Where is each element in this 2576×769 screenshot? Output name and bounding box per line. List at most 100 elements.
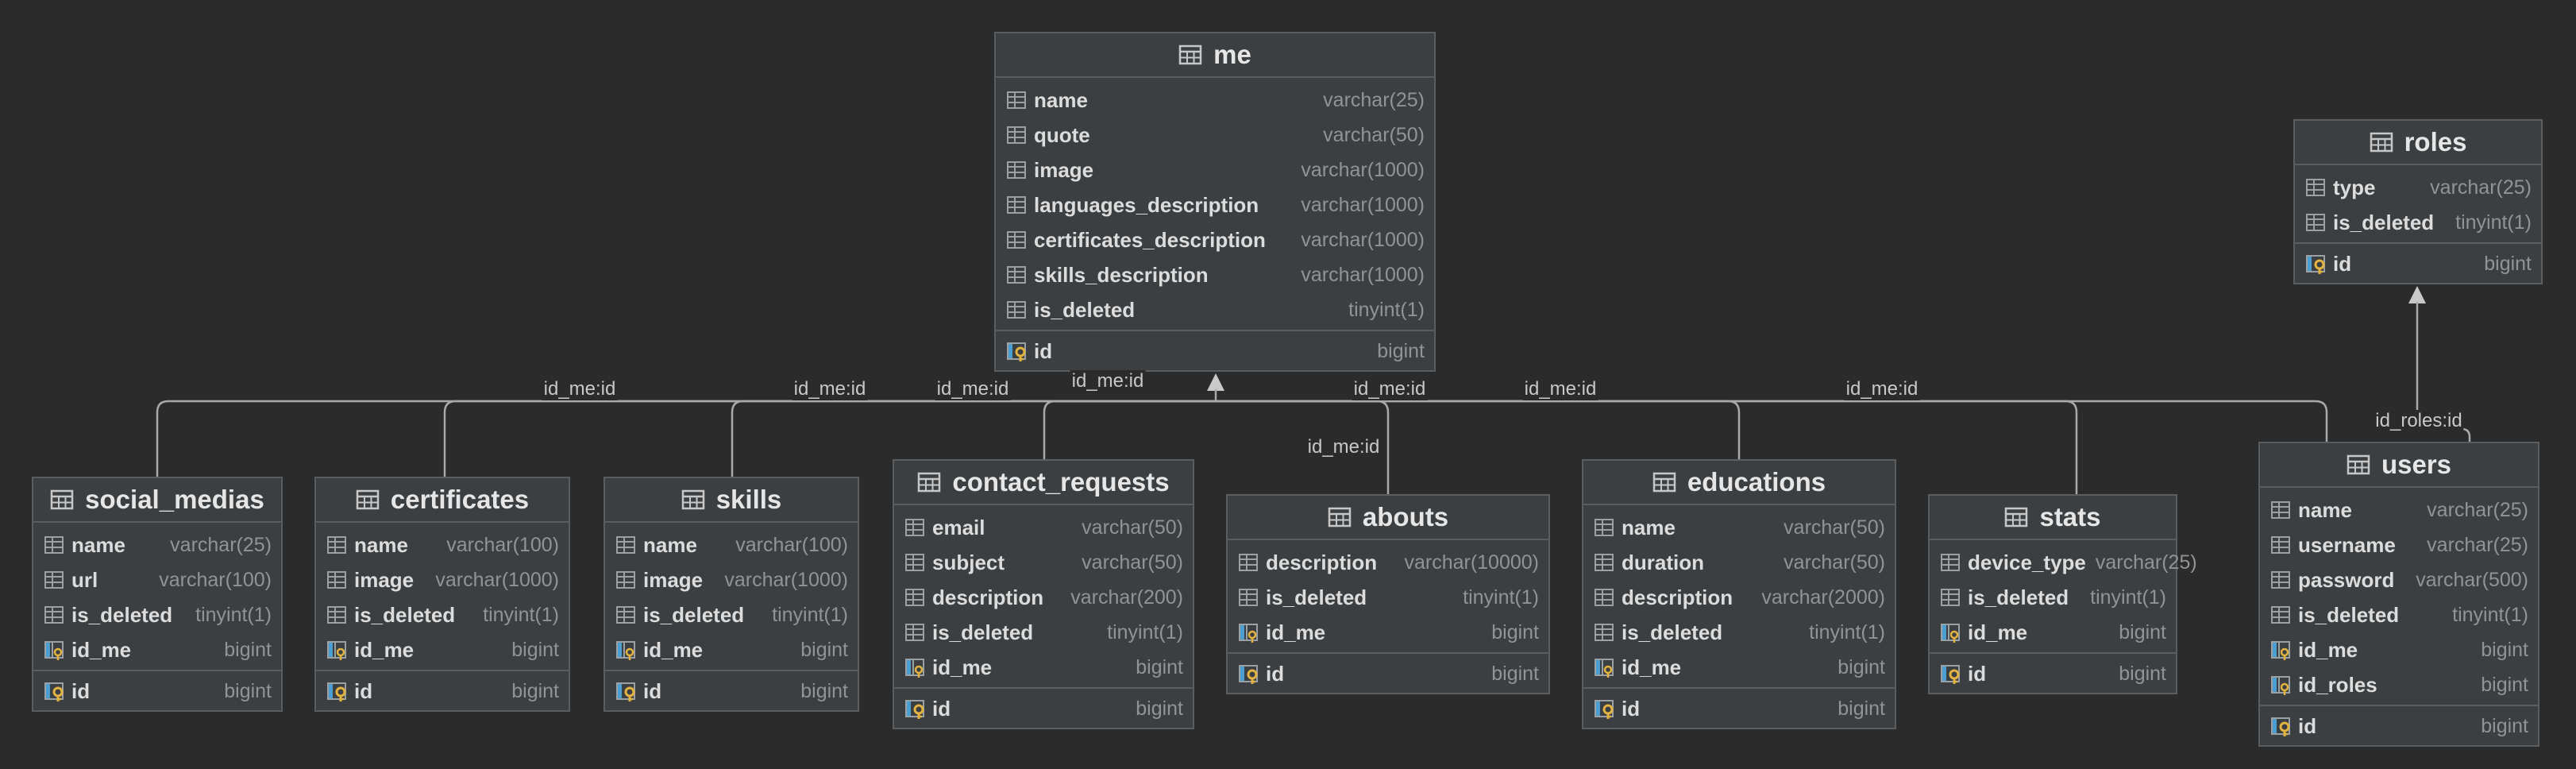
- column-icon: [1941, 554, 1960, 571]
- table-header[interactable]: educations: [1583, 461, 1895, 505]
- column-name: name: [2298, 497, 2352, 522]
- primary-key-icon: [327, 682, 346, 701]
- table-header[interactable]: certificates: [316, 478, 569, 523]
- table-header[interactable]: users: [2260, 443, 2538, 488]
- column-icon: [1007, 196, 1026, 214]
- relation-arrow-roles: [2408, 286, 2426, 303]
- column-type: varchar(50): [1082, 551, 1183, 574]
- key-separator: [996, 330, 1434, 331]
- table-header[interactable]: social_medias: [33, 478, 281, 523]
- primary-key-icon: [616, 682, 635, 701]
- table-header[interactable]: abouts: [1228, 496, 1548, 540]
- column-name: is_deleted: [2298, 602, 2400, 627]
- table-header[interactable]: me: [996, 33, 1434, 78]
- relation-label: id_me:id: [1844, 378, 1920, 400]
- primary-key-icon: [1239, 665, 1258, 684]
- table-title: certificates: [390, 485, 530, 514]
- column-type: varchar(25): [170, 533, 272, 556]
- column-icon: [905, 589, 924, 606]
- foreign-key-column-icon: [1595, 659, 1614, 678]
- table-icon: [918, 472, 941, 493]
- table-title: skills: [715, 485, 782, 514]
- table-header[interactable]: skills: [605, 478, 858, 523]
- foreign-key-column-icon: [2271, 641, 2290, 660]
- table-title: contact_requests: [952, 467, 1170, 497]
- table-header[interactable]: contact_requests: [894, 461, 1193, 505]
- relation-label: id_me:id: [935, 378, 1011, 400]
- column-icon: [1239, 554, 1258, 571]
- column-name: id: [354, 678, 373, 703]
- primary-key-icon: [1941, 665, 1960, 684]
- column-icon: [1007, 231, 1026, 249]
- foreign-key-column-icon: [44, 641, 64, 660]
- column-icon: [2306, 179, 2325, 196]
- foreign-key-column-icon: [2271, 676, 2290, 695]
- table-header[interactable]: roles: [2295, 121, 2541, 165]
- table-header[interactable]: stats: [1930, 496, 2176, 540]
